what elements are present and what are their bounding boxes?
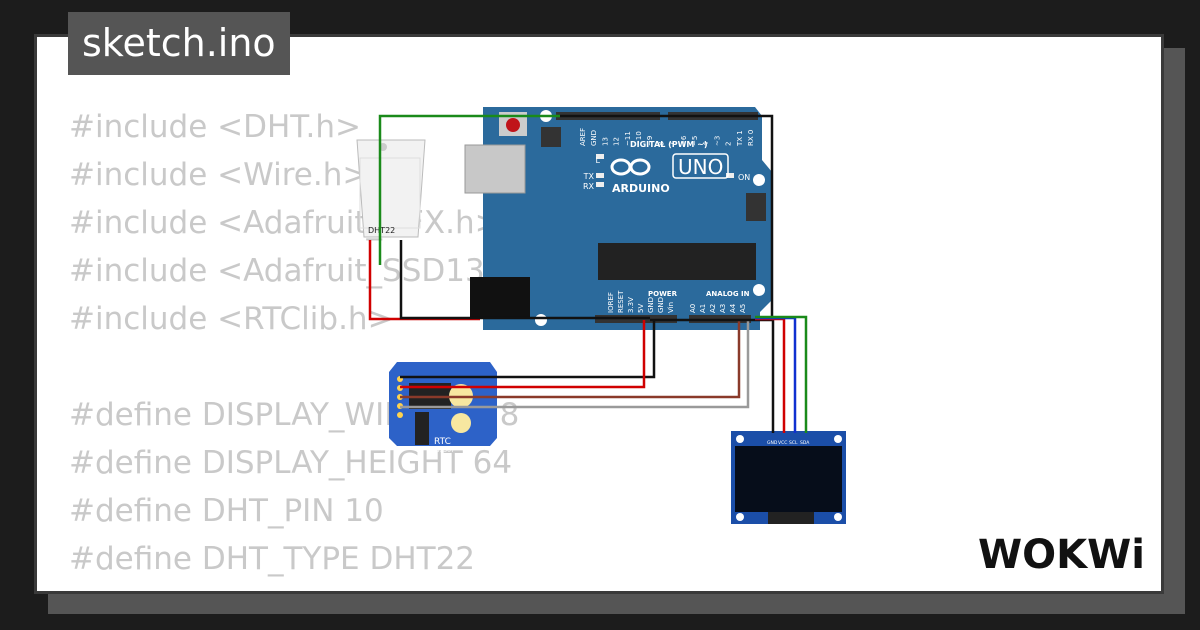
pin-label: ~3 — [713, 136, 721, 146]
wire-red-dht — [368, 240, 480, 321]
pin-label: 3.3V — [627, 297, 635, 313]
code-line: #include <Adafruit_GFX.h> — [69, 205, 501, 241]
wire-red-rtc — [400, 320, 646, 389]
pin-label: 4 — [702, 141, 710, 146]
pin-label: A5 — [739, 304, 747, 313]
wire-gray-rtc — [400, 320, 750, 409]
on-label: ON — [738, 173, 750, 182]
wire-blue-oled — [755, 316, 797, 433]
pin-label: A3 — [719, 304, 727, 313]
tx-label: TX — [583, 172, 595, 181]
reset-button[interactable] — [506, 118, 520, 132]
pin-label: ~11 — [624, 131, 632, 146]
pin-label: RX 0 — [747, 130, 755, 146]
pin-label: TX 1 — [736, 130, 744, 147]
analog-label: ANALOG IN — [706, 290, 750, 298]
rtc-label: RTC — [434, 437, 451, 447]
wire-green-dht — [378, 114, 560, 265]
pin-label: Vin — [667, 302, 675, 313]
wires — [368, 114, 808, 433]
code-line: #include <DHT.h> — [69, 109, 362, 145]
pin-label: 2 — [725, 142, 733, 146]
arduino-logo — [610, 158, 651, 176]
digital-label: DIGITAL (PWM ~) — [630, 140, 708, 149]
pin-label: GND — [657, 297, 665, 313]
oled-pin-label: SCL — [789, 440, 798, 446]
pin-label: AREF — [579, 128, 587, 146]
code-line: #define DISPLAY_HEIGHT 64 — [69, 445, 513, 481]
pin-label: 8 — [657, 142, 665, 146]
pin-label: ~6 — [680, 135, 688, 146]
pin-label: 5V — [637, 304, 645, 313]
wire-black-oled — [650, 318, 775, 433]
pin-label: GND — [647, 297, 655, 313]
pin-label: A4 — [729, 303, 737, 313]
code-line: #include <RTClib.h> — [69, 301, 394, 337]
code-line: #define DHT_PIN 10 — [69, 493, 384, 529]
code-line: #define DHT_TYPE DHT22 — [69, 541, 476, 577]
wire-black-top — [560, 114, 774, 320]
wokwi-logo: WOKWi — [978, 532, 1145, 578]
rx-label: RX — [583, 182, 595, 191]
l-led-label: L — [596, 156, 601, 165]
wire-brown-rtc — [400, 320, 741, 399]
dht22-sensor: DHT22 — [356, 139, 426, 238]
wire-black-dht — [399, 240, 650, 320]
pin-label: A1 — [699, 304, 707, 313]
uno-model: UNO — [678, 155, 723, 179]
pin-label: 7 — [669, 142, 677, 146]
pin-label: ~5 — [691, 136, 699, 146]
pin-label: ~10 — [635, 131, 643, 146]
oled-pin-label: SDA — [800, 440, 810, 446]
pin-label: RESET — [617, 290, 625, 313]
pin-label: 12 — [613, 137, 621, 146]
file-tab[interactable]: sketch.ino — [68, 12, 290, 75]
dht22-label: DHT22 — [368, 226, 395, 235]
pin-label: GND — [590, 130, 598, 146]
arduino-brand: ARDUINO — [612, 182, 670, 195]
pin-label: 13 — [601, 137, 609, 146]
rtc-chip-label: DS1307 — [431, 447, 455, 454]
wire-green-oled — [755, 315, 808, 433]
pin-label: A2 — [709, 304, 717, 313]
wire-black-rtc — [400, 320, 656, 379]
oled-pin-label: GND — [767, 440, 778, 446]
pin-label: IOREF — [607, 292, 615, 313]
pin-label: A0 — [689, 304, 697, 313]
code-background: #include <DHT.h> #include <Wire.h> #includ… — [69, 103, 580, 583]
oled-pin-label: VCC — [778, 440, 787, 446]
arduino-uno-board: L TX RX ON DIGITAL (PWM ~) ARDUINO UNO P… — [464, 107, 772, 330]
pin-label: ~9 — [646, 136, 654, 146]
rtc-ds1307-module: RTC DS1307 — [389, 362, 497, 454]
wire-red-oled — [755, 317, 786, 433]
code-line: #include <Wire.h> — [69, 157, 369, 193]
power-label: POWER — [648, 290, 678, 298]
